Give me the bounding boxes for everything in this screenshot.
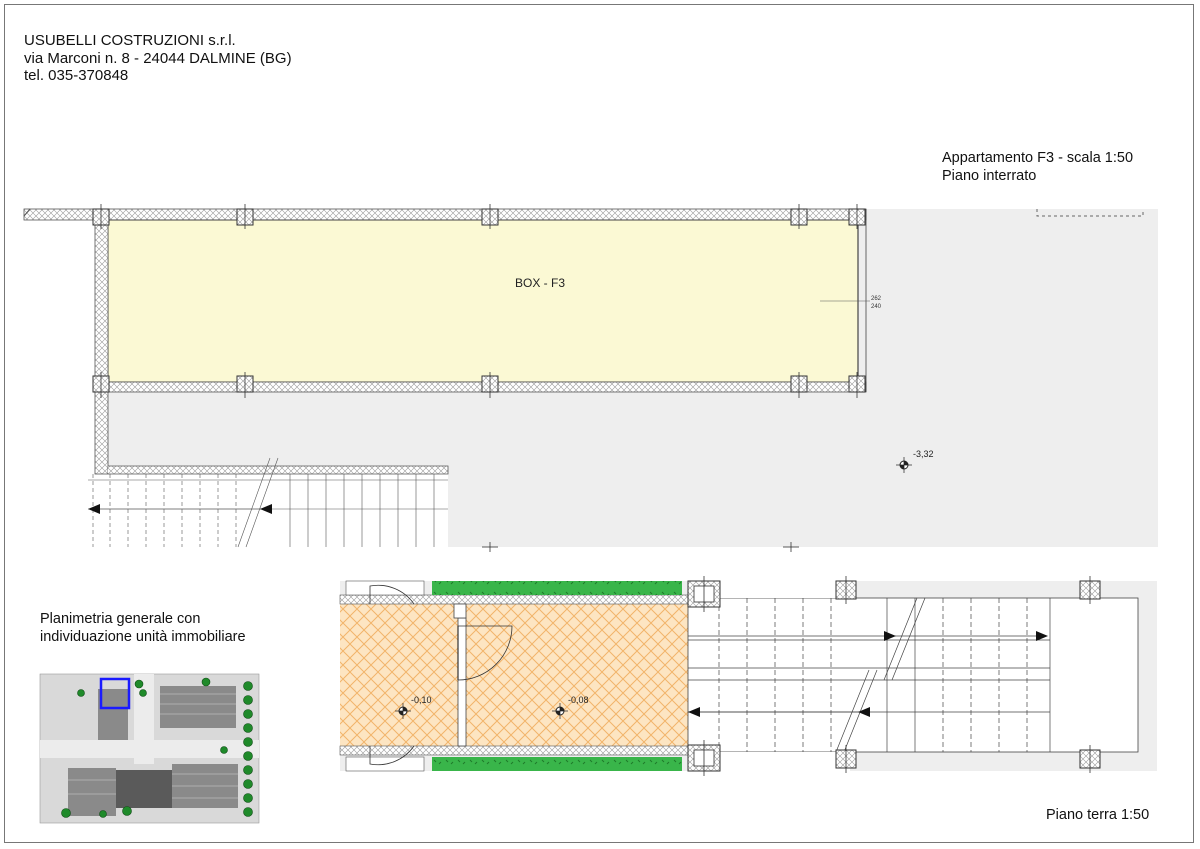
site-plan-label-line2: individuazione unità immobiliare [40,629,246,645]
ground-level-label-left: -0,10 [411,695,432,705]
company-info: USUBELLI COSTRUZIONI s.r.l. via Marconi … [24,32,292,85]
drawing-subtitle: Piano interrato [942,168,1037,184]
height-bottom-label: 240 [871,304,882,310]
basement-level-label: -3,32 [913,449,934,459]
ground-level-label-right: -0,08 [568,695,589,705]
green-strip-top [432,581,682,595]
site-plan-label-line1: Planimetria generale con [40,611,201,627]
stair-arrow-mid [884,631,896,641]
title-block: Appartamento F3 - scala 1:50 Piano inter… [942,149,1133,185]
company-phone: tel. 035-370848 [24,67,129,84]
unit-highlight [99,677,131,710]
drawing-title: Appartamento F3 - scala 1:50 [942,150,1134,166]
stair-arrow-down [688,707,700,717]
box-room-label: BOX - F3 [515,276,565,290]
basement-left-wall [94,219,109,475]
drawing-frame [4,4,1194,843]
ground-room-right [466,604,688,746]
basement-level-marker [896,457,912,473]
box-room [107,219,859,383]
site-plan-label: Planimetria generale con individuazione … [40,610,246,646]
stair-arrow-down-2 [858,707,870,717]
green-strip-bottom [432,757,682,771]
ground-level-marker-left [395,703,411,719]
company-name: USUBELLI COSTRUZIONI s.r.l. [24,32,236,49]
ground-floor-caption: Piano terra 1:50 [1046,807,1150,823]
basement-stair-arrow-mid [260,504,272,514]
ground-floor-plan: -0,10 -0,08 [339,576,1157,776]
ground-level-marker-right [552,703,568,719]
site-plan-thumbnail [39,673,260,824]
company-address: via Marconi n. 8 - 24044 DALMINE (BG) [24,49,292,67]
stair-arrow-up [1036,631,1048,641]
basement-plan: BOX - F3 262 240 -3,32 [23,204,1158,552]
height-top-label: 262 [871,296,882,302]
ground-room-left [340,604,458,746]
basement-top-wall [23,208,867,221]
basement-stair-arrow-left [88,504,100,514]
